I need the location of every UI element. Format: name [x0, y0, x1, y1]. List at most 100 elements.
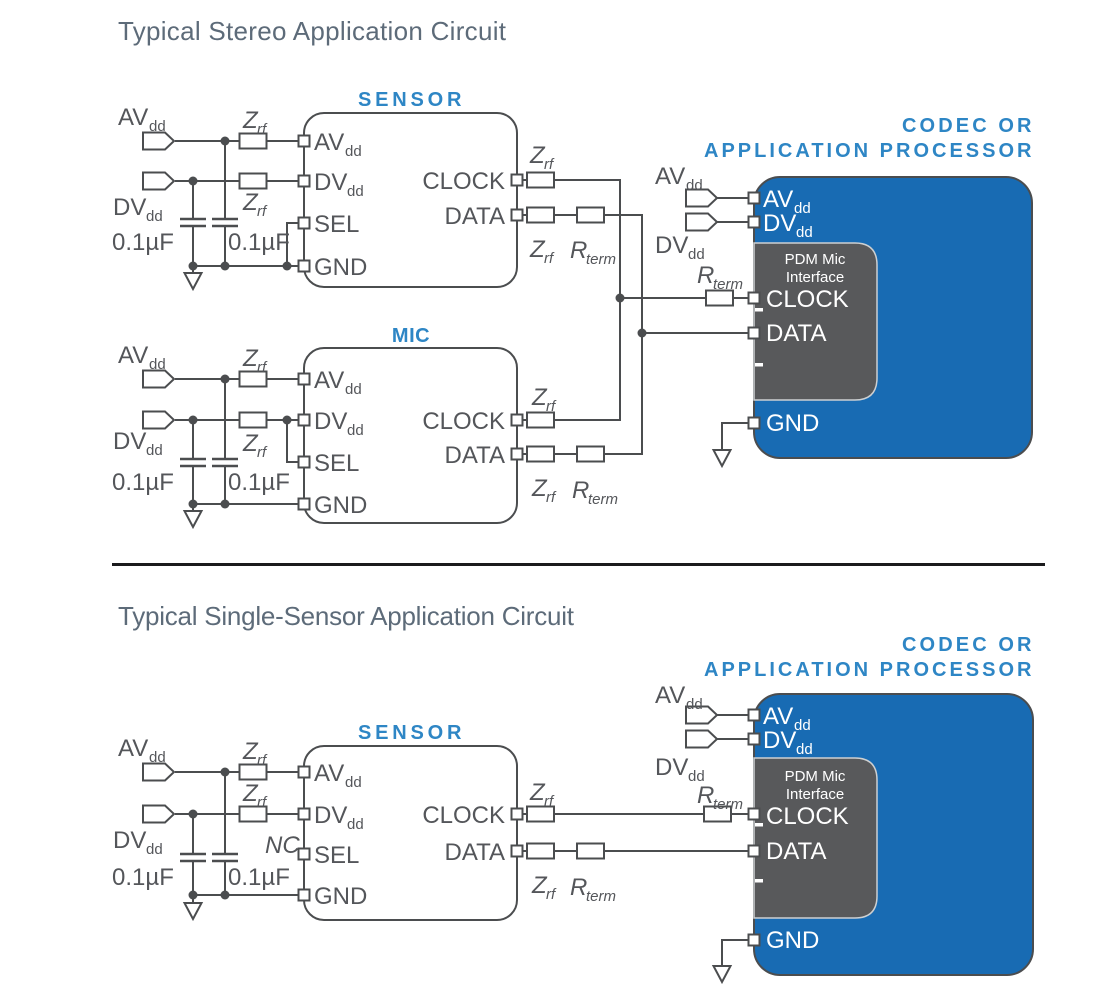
- avdd-source-label: AV: [118, 735, 148, 762]
- pin-label-dvdd: DV: [314, 169, 347, 196]
- codec-heading-line2: APPLICATION PROCESSOR: [704, 140, 1032, 162]
- pin-label-clock: CLOCK: [422, 408, 505, 435]
- pin: [747, 844, 761, 858]
- pin-label-avdd: AV: [314, 760, 344, 787]
- pin: [747, 807, 761, 821]
- zrf-label: Z: [242, 345, 259, 372]
- ground-symbol: [712, 965, 732, 983]
- rterm-label-sub: term: [586, 251, 616, 268]
- zrf-label-sub: rf: [257, 203, 268, 220]
- dvdd-input-flag: [142, 804, 175, 824]
- section-divider: [112, 563, 1045, 566]
- junction-dot: [188, 415, 198, 425]
- junction-dot: [188, 176, 198, 186]
- codec-data-label: DATA: [766, 838, 826, 865]
- junction-dot: [615, 293, 625, 303]
- pin-notch: [755, 823, 763, 827]
- pdm-label-line2: Interface: [786, 269, 844, 286]
- avdd-source-label-sub: dd: [149, 749, 166, 766]
- codec-dvdd-label: DV: [763, 727, 796, 754]
- pin-label-dvdd-sub: dd: [347, 816, 364, 833]
- pin: [297, 497, 311, 511]
- zrf-label-sub: rf: [546, 489, 557, 506]
- codec-heading-line2: APPLICATION PROCESSOR: [704, 659, 1032, 681]
- rterm-label-sub: term: [588, 491, 618, 508]
- pin-label-dvdd: DV: [314, 408, 347, 435]
- pin: [297, 888, 311, 902]
- avdd-source-label-sub: dd: [149, 356, 166, 373]
- pdm-label-line1: PDM Mic: [785, 768, 846, 785]
- cap-value-label: 0.1µF: [228, 864, 290, 891]
- bypass-capacitor: [210, 457, 240, 468]
- dvdd-source-label-sub: dd: [688, 768, 705, 785]
- codec-gnd-label: GND: [766, 927, 819, 954]
- codec-heading-line1: CODEC OR: [902, 115, 1032, 137]
- junction-dot: [220, 374, 230, 384]
- pin-label-dvdd: DV: [314, 802, 347, 829]
- zrf-label-sub: rf: [546, 886, 557, 903]
- zrf-resistor: [526, 171, 555, 189]
- avdd-input-flag: [142, 762, 175, 782]
- pin-label-sel: SEL: [314, 211, 359, 238]
- codec-gnd-wire: [721, 939, 748, 966]
- zrf-label: Z: [242, 107, 259, 134]
- junction-dot: [220, 890, 230, 900]
- zrf-label-sub: rf: [257, 121, 268, 138]
- pin-label-clock: CLOCK: [422, 168, 505, 195]
- dvdd-source-label-sub: dd: [146, 208, 163, 225]
- dvdd-input-flag: [142, 171, 175, 191]
- pin-label-data: DATA: [445, 203, 505, 230]
- zrf-label: Z: [242, 189, 259, 216]
- zrf-label: Z: [531, 384, 548, 411]
- codec-clock-label: CLOCK: [766, 803, 849, 830]
- junction-dot: [282, 261, 292, 271]
- rterm-label: R: [697, 262, 714, 289]
- junction-dot: [188, 261, 198, 271]
- pin: [747, 732, 761, 746]
- dvdd-source-label: DV: [655, 754, 688, 781]
- pin: [510, 173, 524, 187]
- pin-label-avdd: AV: [314, 129, 344, 156]
- junction-dot: [188, 499, 198, 509]
- pin-label-avdd-sub: dd: [345, 381, 362, 398]
- zrf-label: Z: [531, 475, 548, 502]
- codec-avdd-label: AV: [763, 703, 793, 730]
- pin-notch: [755, 879, 763, 883]
- zrf-resistor: [238, 172, 268, 190]
- pin: [297, 413, 311, 427]
- cap-value-label: 0.1µF: [112, 469, 174, 496]
- pin: [297, 134, 311, 148]
- pin: [747, 291, 761, 305]
- rterm-resistor: [576, 842, 605, 860]
- pin: [297, 847, 311, 861]
- codec-avdd-label-sub: dd: [794, 200, 811, 217]
- bypass-capacitor: [210, 217, 240, 228]
- zrf-label: Z: [529, 779, 546, 806]
- pin: [297, 174, 311, 188]
- avdd-source-label: AV: [655, 682, 685, 709]
- nc-label: NC: [265, 832, 300, 859]
- avdd-input-flag: [142, 369, 175, 389]
- pin: [510, 447, 524, 461]
- zrf-resistor: [238, 411, 268, 429]
- codec-data-label: DATA: [766, 320, 826, 347]
- rterm-label: R: [572, 477, 589, 504]
- codec-block: CODEC OR APPLICATION PROCESSOR PDM Mic I…: [704, 634, 1034, 976]
- rterm-label: R: [570, 874, 587, 901]
- dvdd-source-label: DV: [113, 428, 146, 455]
- pin: [510, 844, 524, 858]
- pin: [510, 807, 524, 821]
- pin: [297, 259, 311, 273]
- avdd-source-label: AV: [655, 163, 685, 190]
- codec-heading-line1: CODEC OR: [902, 634, 1032, 656]
- zrf-label-sub: rf: [544, 793, 555, 810]
- zrf-label-sub: rf: [257, 752, 268, 769]
- pin-label-gnd: GND: [314, 492, 367, 519]
- pin-label-data: DATA: [445, 442, 505, 469]
- codec-gnd-wire: [721, 422, 748, 450]
- cap-value-label: 0.1µF: [228, 469, 290, 496]
- pin-label-dvdd-sub: dd: [347, 422, 364, 439]
- sensor-heading: SENSOR: [358, 89, 462, 111]
- avdd-source-label: AV: [118, 342, 148, 369]
